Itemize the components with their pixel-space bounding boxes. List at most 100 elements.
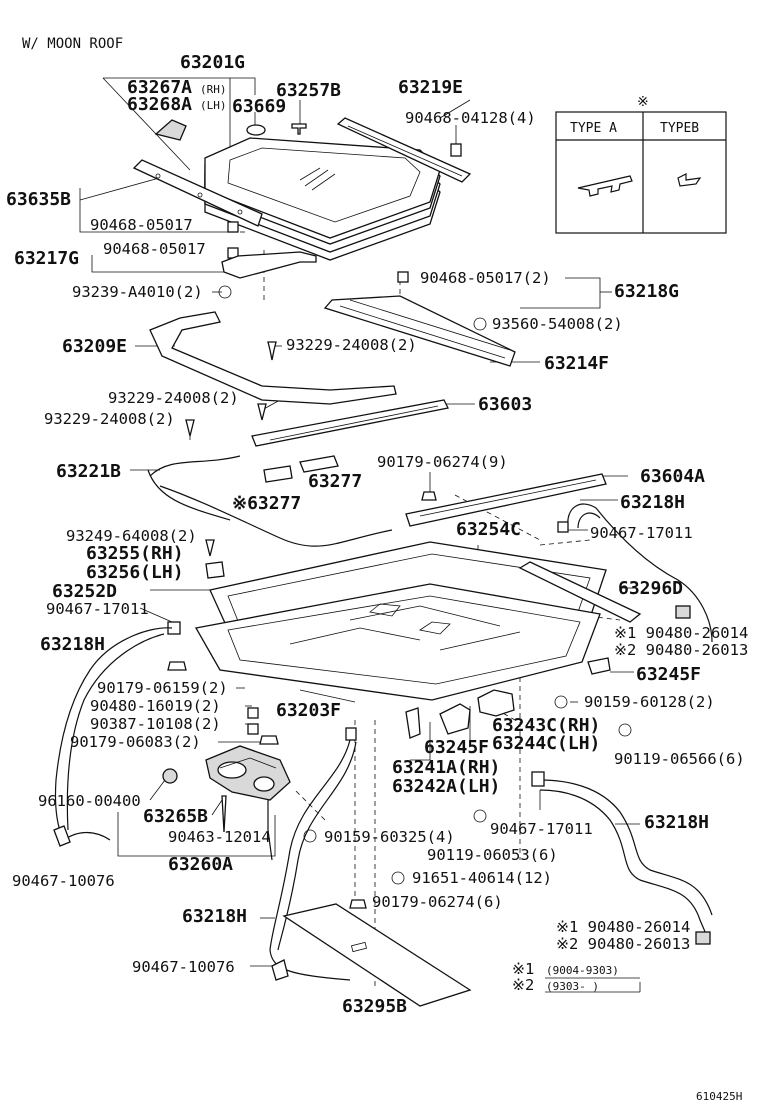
rail-63603 bbox=[251, 399, 449, 447]
bolt-90387-10108 bbox=[247, 723, 259, 735]
label-63244C: 63244C(LH) bbox=[492, 733, 600, 754]
nut-90179-06274-lower bbox=[349, 899, 367, 909]
label-93249-64008: 93249-64008(2) bbox=[66, 527, 197, 545]
label-90179-06274-a: 90179-06274(9) bbox=[377, 453, 508, 471]
label-rh-63267A: (RH) bbox=[200, 83, 227, 96]
label-63256: 63256(LH) bbox=[86, 562, 184, 583]
hose-63218H-a bbox=[567, 503, 713, 643]
label-63268A: 63268A bbox=[127, 94, 192, 115]
bracket-63243C bbox=[477, 689, 515, 717]
type-a-header: TYPE A bbox=[570, 121, 617, 136]
label-90480-26013-b: ※2 90480-26013 bbox=[556, 935, 690, 953]
label-63257B: 63257B bbox=[276, 80, 341, 101]
label-90119-06566: 90119-06566(6) bbox=[614, 750, 745, 768]
frame-63209E bbox=[149, 311, 397, 405]
label-63219E: 63219E bbox=[398, 77, 463, 98]
label-90159-60325: 90159-60325(4) bbox=[324, 828, 455, 846]
hose-63218H-b bbox=[54, 627, 173, 841]
clip-90468-05017-c bbox=[397, 271, 409, 283]
label-90480-16019: 90480-16019(2) bbox=[90, 697, 221, 715]
label-90480-26014-b: ※1 90480-26014 bbox=[556, 918, 690, 936]
bracket-63245F-b bbox=[405, 707, 421, 739]
nut-90179-06274 bbox=[421, 491, 437, 501]
label-63669: 63669 bbox=[232, 96, 286, 117]
label-63277-a: 63277 bbox=[308, 471, 362, 492]
label-90387-10108: 90387-10108(2) bbox=[90, 715, 221, 733]
cap-96160-00400 bbox=[162, 768, 178, 784]
footnote-1-range: (9004-9303) bbox=[546, 964, 619, 977]
label-63604A: 63604A bbox=[640, 466, 705, 487]
screw-93229-24008-a bbox=[267, 341, 277, 361]
screw-93229-24008-c bbox=[185, 419, 195, 437]
label-93229-24008-b: 93229-24008(2) bbox=[108, 389, 239, 407]
label-63265B: 63265B bbox=[143, 806, 208, 827]
guide-63255 bbox=[205, 561, 225, 579]
grommet-90480-26014-b bbox=[695, 931, 711, 945]
parts bbox=[53, 117, 713, 1007]
label-90467-17011-c: 90467-17011 bbox=[490, 820, 593, 838]
type-table-mark: ※ bbox=[637, 94, 649, 110]
label-63252D: 63252D bbox=[52, 581, 117, 602]
shim-63277-b bbox=[263, 465, 293, 483]
label-63295B: 63295B bbox=[342, 996, 407, 1017]
label-90179-06274-b: 90179-06274(6) bbox=[372, 893, 503, 911]
footnote-2-range: (9303- ) bbox=[546, 980, 599, 993]
label-63245F-a: 63245F bbox=[636, 664, 701, 685]
clip-90467-17011-a bbox=[557, 521, 569, 533]
type-b-header: TYPEB bbox=[660, 121, 699, 136]
footer-code: 610425H bbox=[696, 1090, 742, 1103]
pin-63257B bbox=[291, 123, 307, 135]
label-90119-06053: 90119-06053(6) bbox=[427, 846, 558, 864]
bracket-63241A bbox=[439, 703, 471, 735]
label-63254C: 63254C bbox=[456, 519, 521, 540]
label-63242A: 63242A(LH) bbox=[392, 776, 500, 797]
label-93229-24008-a: 93229-24008(2) bbox=[286, 336, 417, 354]
label-63260A: 63260A bbox=[168, 854, 233, 875]
label-90468-04128: 90468-04128(4) bbox=[405, 109, 536, 127]
rod-63265B bbox=[221, 795, 227, 833]
label-63255: 63255(RH) bbox=[86, 543, 184, 564]
screw-93229-24008-b bbox=[257, 403, 267, 421]
label-63603: 63603 bbox=[478, 394, 532, 415]
screw-93249-64008 bbox=[205, 539, 215, 557]
clip-90467-10076-b bbox=[271, 959, 289, 981]
shade-63295B bbox=[282, 903, 472, 1007]
label-93229-24008-c: 93229-24008(2) bbox=[44, 410, 175, 428]
label-93239-A4010: 93239-A4010(2) bbox=[72, 283, 203, 301]
type-a-clip-icon bbox=[577, 175, 633, 197]
label-63218H-b: 63218H bbox=[40, 634, 105, 655]
label-63217G: 63217G bbox=[14, 248, 79, 269]
footnotes: ※1 (9004-9303) ※2 (9303- ) bbox=[512, 960, 619, 994]
frame-63203F bbox=[194, 583, 601, 701]
diagram-title: W/ MOON ROOF bbox=[22, 36, 123, 52]
cable-63221B bbox=[149, 455, 393, 547]
label-90468-05017-b: 90468-05017 bbox=[103, 240, 206, 258]
label-93560-54008: 93560-54008(2) bbox=[492, 315, 623, 333]
screw-symbols bbox=[218, 285, 632, 885]
label-63243C: 63243C(RH) bbox=[492, 715, 600, 736]
label-63296D: 63296D bbox=[618, 578, 683, 599]
label-63218G: 63218G bbox=[614, 281, 679, 302]
bracket-63245F-a bbox=[587, 657, 611, 675]
glass-panel-63201G bbox=[204, 137, 441, 261]
label-lh-63268A: (LH) bbox=[200, 99, 227, 112]
nut-90179-06159 bbox=[167, 661, 187, 671]
footnote-2-mark: ※2 bbox=[512, 976, 534, 994]
clip-90468-04128 bbox=[450, 143, 462, 157]
strip-63296D bbox=[518, 561, 642, 623]
label-90467-17011-a: 90467-17011 bbox=[590, 524, 693, 542]
label-63201G: 63201G bbox=[180, 52, 245, 73]
hose-63218H-d bbox=[539, 789, 707, 935]
shim-63277-a bbox=[299, 455, 339, 473]
footnote-1-mark: ※1 bbox=[512, 960, 534, 978]
label-63218H-a: 63218H bbox=[620, 492, 685, 513]
label-90159-60128: 90159-60128(2) bbox=[584, 693, 715, 711]
label-90480-26014-a: ※1 90480-26014 bbox=[614, 624, 748, 642]
grommet-90480-26014-a bbox=[675, 605, 691, 619]
label-63241A: 63241A(RH) bbox=[392, 757, 500, 778]
clip-90467-17011-c bbox=[531, 771, 545, 787]
strip-63219E bbox=[336, 117, 472, 183]
bolt-90480-16019 bbox=[247, 707, 259, 719]
label-63277-b: ※63277 bbox=[232, 493, 301, 514]
